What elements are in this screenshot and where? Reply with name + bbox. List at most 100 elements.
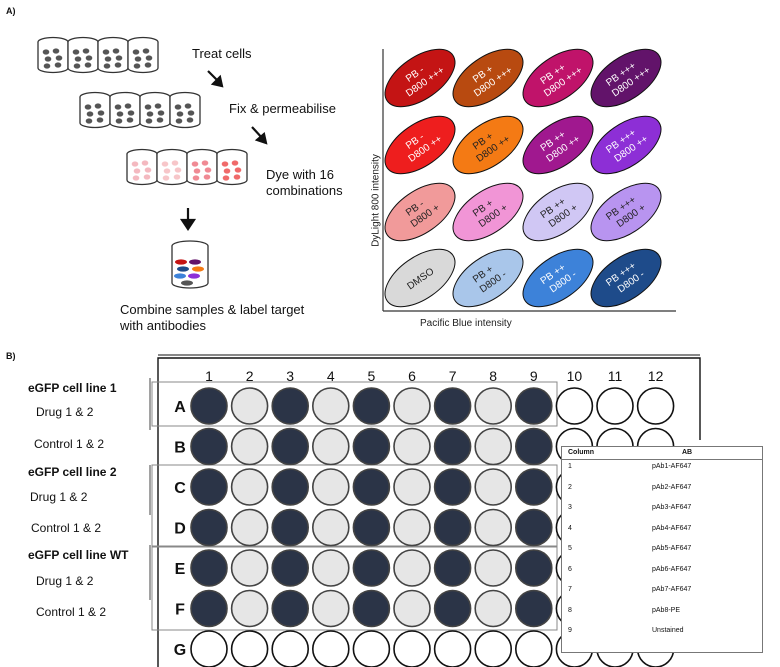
well	[514, 427, 553, 466]
well	[474, 468, 513, 506]
tube	[126, 148, 158, 186]
tube	[216, 148, 248, 186]
barcode-ellipse: PB +D800 -	[452, 248, 524, 308]
well	[433, 427, 472, 466]
well	[352, 549, 391, 587]
table-cell-column: 4	[568, 524, 572, 532]
label-egfp-line-wt: eGFP cell line WT	[28, 548, 129, 562]
column-number: 12	[648, 368, 664, 384]
row-letter: G	[174, 642, 186, 659]
column-number: 10	[567, 368, 583, 384]
label-drug-1: Drug 1 & 2	[36, 405, 94, 419]
well	[474, 427, 513, 466]
well	[514, 589, 553, 628]
column-number: 9	[530, 368, 538, 384]
well	[311, 508, 350, 547]
well	[433, 468, 472, 506]
well	[190, 427, 228, 466]
barcode-ellipse: PB +D800 ++	[452, 115, 524, 175]
well	[271, 630, 309, 667]
well	[230, 630, 269, 667]
barcode-ellipse: PB -D800 +++	[384, 48, 456, 108]
column-number: 5	[368, 368, 376, 384]
well	[352, 427, 391, 466]
tube	[67, 36, 99, 74]
workflow-illustration	[37, 36, 268, 289]
well	[514, 549, 553, 587]
label-egfp-line-2: eGFP cell line 2	[28, 465, 117, 479]
well	[393, 589, 431, 628]
step-fix-permeabilise: Fix & permeabilise	[229, 101, 336, 116]
well	[352, 508, 391, 547]
well	[596, 387, 634, 425]
row-letter: A	[174, 399, 186, 416]
well	[393, 630, 431, 667]
label-control-1: Control 1 & 2	[34, 437, 105, 451]
well	[352, 387, 391, 425]
tube	[109, 91, 141, 129]
well	[474, 387, 513, 425]
table-cell-ab: pAb1-AF647	[652, 463, 692, 470]
barcode-ellipse: PB ++D800 +	[522, 182, 594, 242]
table-cell-column: 6	[568, 565, 572, 573]
tube	[186, 148, 218, 186]
column-number: 7	[449, 368, 457, 384]
barcode-ellipse: PB ++D800 +++	[522, 48, 594, 108]
barcode-ellipse: PB +++D800 -	[590, 248, 662, 308]
barcode-ellipse: PB +++D800 +	[590, 182, 662, 242]
well	[433, 549, 472, 587]
table-cell-column: 2	[568, 483, 572, 491]
well	[311, 549, 350, 587]
row-letter: C	[174, 480, 186, 497]
row-letter: F	[175, 602, 185, 619]
well	[514, 387, 553, 425]
barcode-ellipse: PB +D800 +++	[452, 48, 524, 108]
barcode-ellipse: DMSO	[384, 248, 456, 308]
barcode-ellipse: PB -D800 +	[384, 182, 456, 242]
well	[230, 589, 269, 628]
label-drug-wt: Drug 1 & 2	[36, 574, 94, 588]
barcode-ellipse: PB ++D800 -	[522, 248, 594, 308]
table-cell-ab: pAb7-AF647	[652, 586, 692, 593]
table-cell-column: 3	[568, 504, 572, 511]
table-cell-column: 9	[568, 627, 572, 634]
well	[312, 630, 350, 667]
well	[555, 387, 594, 425]
well	[433, 387, 472, 425]
tube	[156, 148, 188, 186]
header-ab: AB	[682, 449, 693, 456]
well	[433, 508, 472, 547]
table-cell-ab: Unstained	[652, 627, 684, 634]
table-cell-ab: pAb2-AF647	[652, 483, 692, 491]
well	[311, 589, 350, 628]
well	[230, 468, 269, 506]
barcode-ellipse: PB +++D800 +++	[590, 48, 662, 108]
step-combine: Combine samples & label target with anti…	[120, 302, 305, 333]
table-cell-ab: pAb8-PE	[652, 606, 681, 614]
step-treat-cells: Treat cells	[192, 46, 252, 61]
well	[474, 549, 513, 587]
well	[514, 508, 553, 547]
table-cell-column: 8	[568, 606, 572, 614]
well	[474, 508, 513, 547]
column-number: 1	[205, 368, 213, 384]
panel-b-label: B)	[6, 351, 16, 361]
row-letter: D	[174, 521, 186, 538]
header-column: Column	[568, 449, 595, 456]
table-cell-column: 7	[568, 586, 572, 593]
well	[271, 589, 310, 628]
well	[393, 508, 431, 547]
barcode-ellipse: PB ++D800 ++	[522, 115, 594, 175]
column-number: 6	[408, 368, 416, 384]
well	[190, 630, 228, 667]
y-axis-label: DyLight 800 intensity	[370, 154, 382, 247]
well	[474, 630, 512, 667]
well	[230, 387, 269, 425]
well	[514, 468, 553, 506]
table-cell-ab: pAb6-AF647	[652, 565, 692, 573]
well	[190, 508, 228, 547]
label-egfp-line-1: eGFP cell line 1	[28, 381, 117, 395]
step-dye: Dye with 16 combinations	[266, 167, 343, 198]
combined-tube	[171, 240, 209, 289]
